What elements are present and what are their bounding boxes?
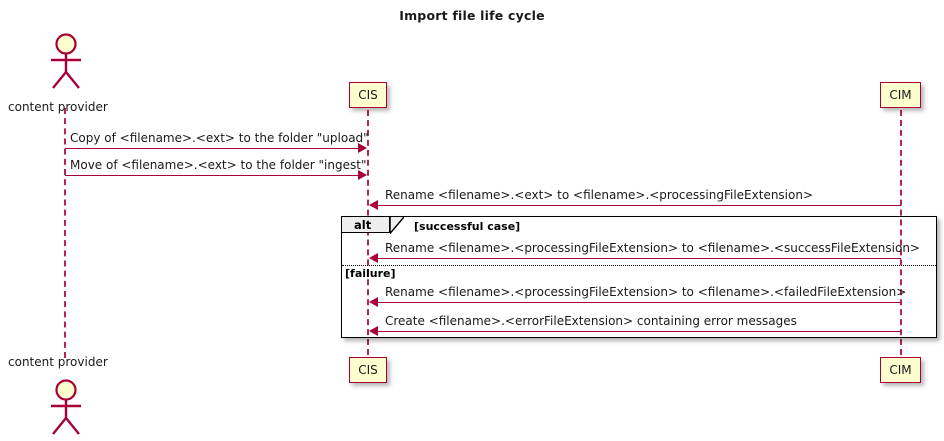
message-label-m1: Copy of <filename>.<ext> to the folder "… xyxy=(70,131,369,145)
message-line-m6 xyxy=(378,331,901,332)
message-arrowhead-m4 xyxy=(369,253,378,263)
alt-guard-successful-case: [successful case] xyxy=(414,220,521,233)
message-line-m2 xyxy=(65,175,361,176)
message-line-m5 xyxy=(378,302,901,303)
participant-box-cim-bottom[interactable]: CIM xyxy=(880,357,921,383)
alt-fragment-operator-tab: alt xyxy=(342,217,390,233)
actor-icon-top xyxy=(51,33,81,89)
alt-fragment-frame xyxy=(341,216,937,338)
message-line-m1 xyxy=(65,148,361,149)
message-line-m4 xyxy=(378,258,901,259)
lifeline-cim xyxy=(900,110,902,355)
message-arrowhead-m3 xyxy=(369,200,378,210)
alt-guard-failure: [failure] xyxy=(345,267,396,280)
message-label-m4: Rename <filename>.<processingFileExtensi… xyxy=(385,241,920,255)
message-arrowhead-m2 xyxy=(358,170,367,180)
actor-label-bottom: content provider xyxy=(8,355,108,369)
message-arrowhead-m6 xyxy=(369,326,378,336)
message-label-m6: Create <filename>.<errorFileExtension> c… xyxy=(385,314,797,328)
message-label-m3: Rename <filename>.<ext> to <filename>.<p… xyxy=(385,188,814,202)
message-arrowhead-m1 xyxy=(358,143,367,153)
alt-fragment-tab-notch-icon xyxy=(390,217,404,234)
message-label-m2: Move of <filename>.<ext> to the folder "… xyxy=(70,158,367,172)
lifeline-content-provider xyxy=(64,108,66,358)
participant-box-cis-top[interactable]: CIS xyxy=(349,82,387,108)
message-arrowhead-m5 xyxy=(369,297,378,307)
participant-box-cis-bottom[interactable]: CIS xyxy=(349,357,387,383)
participant-box-cim-top[interactable]: CIM xyxy=(880,82,921,108)
alt-section-divider xyxy=(342,265,936,266)
message-label-m5: Rename <filename>.<processingFileExtensi… xyxy=(385,285,907,299)
actor-label-top: content provider xyxy=(8,100,108,114)
page-title: Import file life cycle xyxy=(399,8,545,23)
actor-icon-bottom xyxy=(51,379,81,435)
message-line-m3 xyxy=(378,205,901,206)
